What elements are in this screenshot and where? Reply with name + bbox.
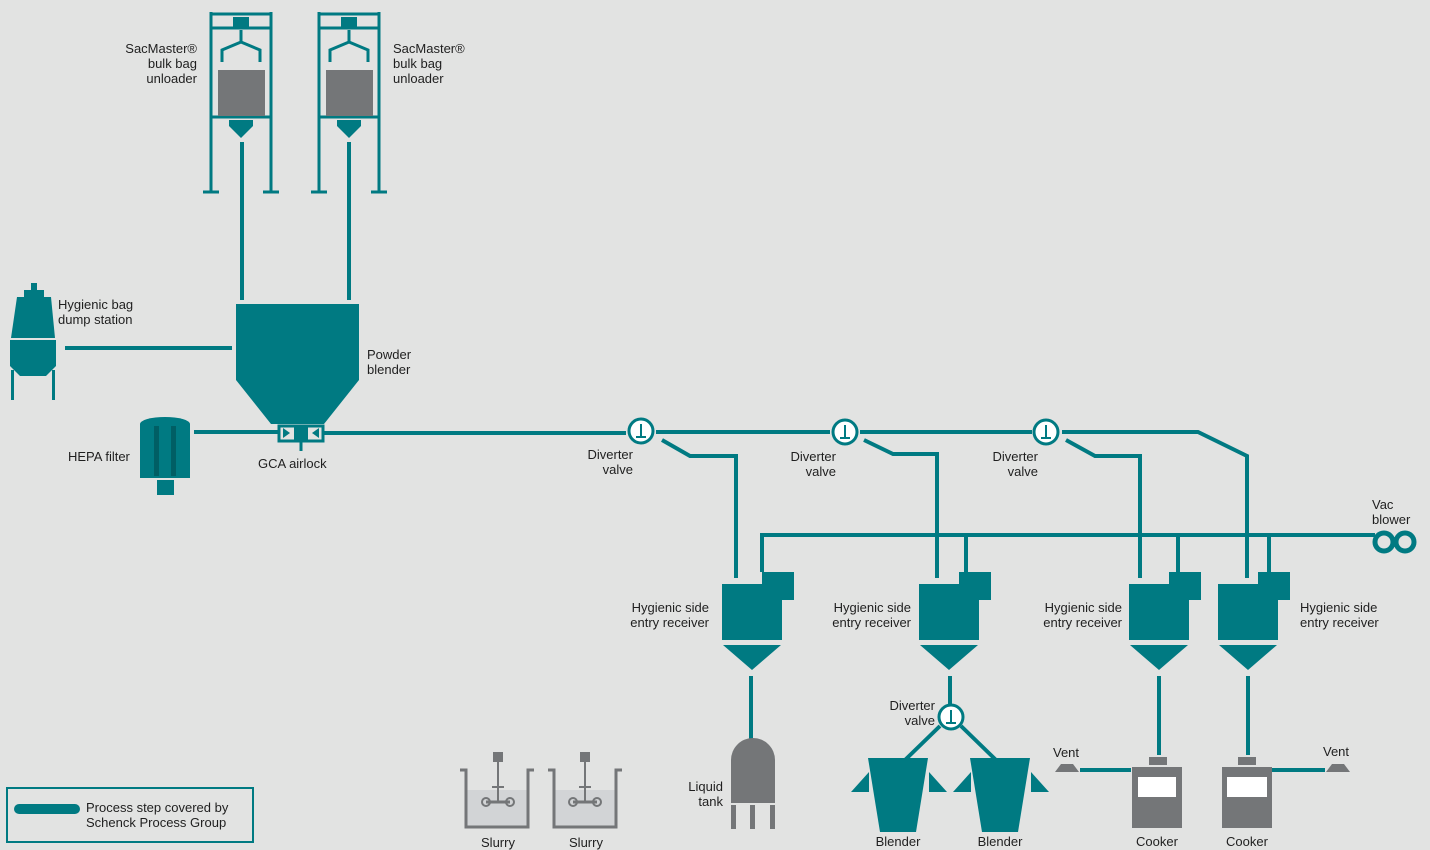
vent-2-label: Vent	[1323, 744, 1350, 759]
sacmaster-1-bag	[218, 70, 265, 116]
branch-receiver-1	[661, 438, 738, 578]
sacmaster-2-frame	[311, 12, 387, 194]
vac-blower-shape	[1362, 530, 1417, 554]
sacmaster-2-hopper	[337, 120, 361, 138]
slurry-2-label: Slurry	[569, 835, 603, 850]
hepa-filter-label: HEPA filter	[68, 449, 130, 464]
blender-2-label: Blender	[977, 834, 1023, 849]
branch-blender-2	[959, 724, 998, 762]
powder-blender-shape	[236, 304, 359, 424]
gca-airlock-label: GCA airlock	[258, 456, 327, 471]
slurry-1-label: Slurry	[481, 835, 515, 850]
liquid-tank-shape	[731, 738, 775, 829]
cooker-2-label: Cooker	[1226, 834, 1268, 849]
slurry-tanks	[460, 752, 622, 829]
dump-station-shape	[10, 283, 56, 400]
blenders	[851, 758, 1049, 832]
cooker-1-label: Cooker	[1136, 834, 1178, 849]
hepa-filter-shape	[140, 417, 190, 495]
sacmaster-1-frame	[203, 12, 279, 194]
legend-swatch	[14, 804, 80, 814]
branch-blender-1	[903, 724, 942, 762]
sacmaster-2-bag	[326, 70, 373, 116]
sacmaster-2-hoist	[341, 17, 357, 27]
receivers	[722, 572, 1290, 670]
vent-1-label: Vent	[1053, 745, 1080, 760]
diverter-valves	[627, 417, 1060, 731]
branch-receiver-2	[863, 438, 939, 578]
process-lines	[65, 142, 1366, 772]
sacmaster-1-hoist	[233, 17, 249, 27]
conveying-line-4	[1062, 430, 1249, 578]
blender-1-label: Blender	[875, 834, 921, 849]
branch-receiver-3	[1065, 438, 1142, 578]
cookers	[1132, 757, 1272, 828]
gca-airlock-shape	[277, 424, 325, 451]
vents	[1055, 764, 1350, 772]
sacmaster-1-hopper	[229, 120, 253, 138]
